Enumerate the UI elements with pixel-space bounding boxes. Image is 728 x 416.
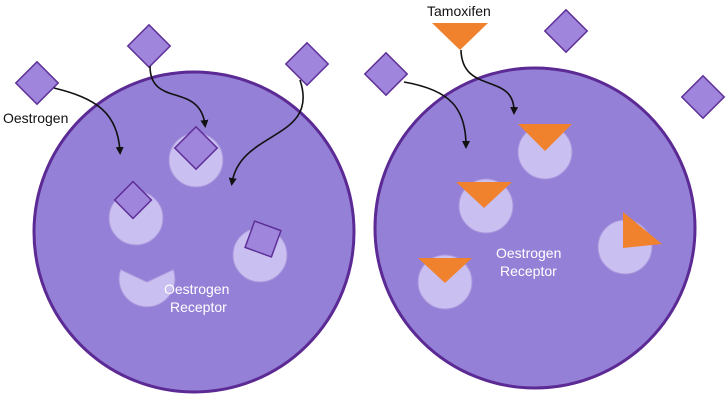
tamoxifen-molecule-bound bbox=[456, 182, 512, 208]
oestrogen-molecule bbox=[543, 8, 589, 54]
receptor-label: Oestrogen bbox=[496, 245, 561, 261]
tamoxifen-molecule-bound bbox=[518, 124, 572, 151]
right-cell-panel: Tamoxifen Oestrogen Receptor bbox=[363, 3, 726, 390]
tamoxifen-label: Tamoxifen bbox=[427, 3, 491, 19]
tamoxifen-molecule-bound bbox=[418, 258, 472, 283]
left-cell-panel: Oestrogen Oestrogen Receptor bbox=[3, 23, 356, 394]
receptor-label: Receptor bbox=[170, 299, 227, 315]
oestrogen-molecule-bound bbox=[173, 125, 219, 171]
oestrogen-molecule-bound bbox=[244, 220, 282, 258]
binding-arrow bbox=[149, 65, 209, 128]
binding-arrow bbox=[460, 49, 519, 115]
left-receptor-empty bbox=[118, 268, 176, 308]
oestrogen-molecule bbox=[126, 23, 172, 69]
receptor-label: Oestrogen bbox=[164, 281, 229, 297]
right-cell bbox=[373, 66, 697, 390]
oestrogen-molecule bbox=[284, 41, 330, 87]
oestrogen-molecule bbox=[680, 74, 726, 120]
receptor-label: Receptor bbox=[500, 263, 557, 279]
binding-arrow bbox=[403, 81, 470, 149]
binding-arrow bbox=[53, 87, 124, 155]
tamoxifen-molecule-bound bbox=[623, 212, 662, 248]
oestrogen-label: Oestrogen bbox=[3, 110, 68, 126]
oestrogen-molecule bbox=[363, 51, 409, 97]
oestrogen-molecule bbox=[14, 60, 60, 106]
left-cell bbox=[32, 70, 356, 394]
oestrogen-molecule-bound bbox=[113, 180, 153, 220]
binding-arrow bbox=[228, 79, 304, 186]
tamoxifen-molecule bbox=[432, 23, 488, 50]
